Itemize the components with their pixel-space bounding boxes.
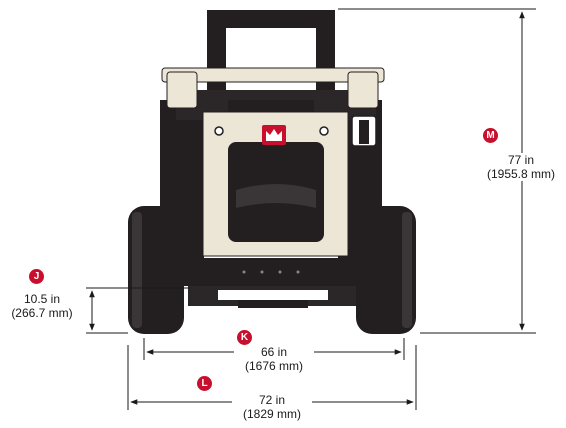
dimension-j-lines <box>86 287 190 334</box>
dimension-m-badge: M <box>483 128 498 143</box>
right-track <box>356 206 416 334</box>
rear-body-panel <box>202 111 349 257</box>
hydraulic-cylinder <box>351 115 377 147</box>
dimension-l-metric: (1829 mm) <box>242 407 301 421</box>
left-track <box>128 206 184 334</box>
top-cross-bar <box>161 67 385 112</box>
dimension-l-imperial: 72 in <box>258 393 286 407</box>
dimension-j-label: 10.5 in (266.7 mm) <box>2 292 82 320</box>
dimension-k-badge: K <box>237 330 252 345</box>
brand-logo <box>262 125 286 145</box>
dimension-j-metric: (266.7 mm) <box>11 306 73 320</box>
dimension-m-imperial: 77 in <box>507 153 535 167</box>
dimension-l-label: 72 in (1829 mm) <box>232 393 312 421</box>
dimension-m-label: 77 in (1955.8 mm) <box>476 153 566 181</box>
dimension-l-badge: L <box>197 376 212 391</box>
dimension-j-badge: J <box>29 269 44 284</box>
undercarriage <box>166 258 382 308</box>
dimension-k-metric: (1676 mm) <box>244 359 303 373</box>
dimension-k-label: 66 in (1676 mm) <box>234 345 314 373</box>
dimension-j-imperial: 10.5 in <box>23 292 61 306</box>
rops-frame <box>207 10 335 102</box>
dimension-m-metric: (1955.8 mm) <box>486 167 556 181</box>
dimension-k-imperial: 66 in <box>260 345 288 359</box>
